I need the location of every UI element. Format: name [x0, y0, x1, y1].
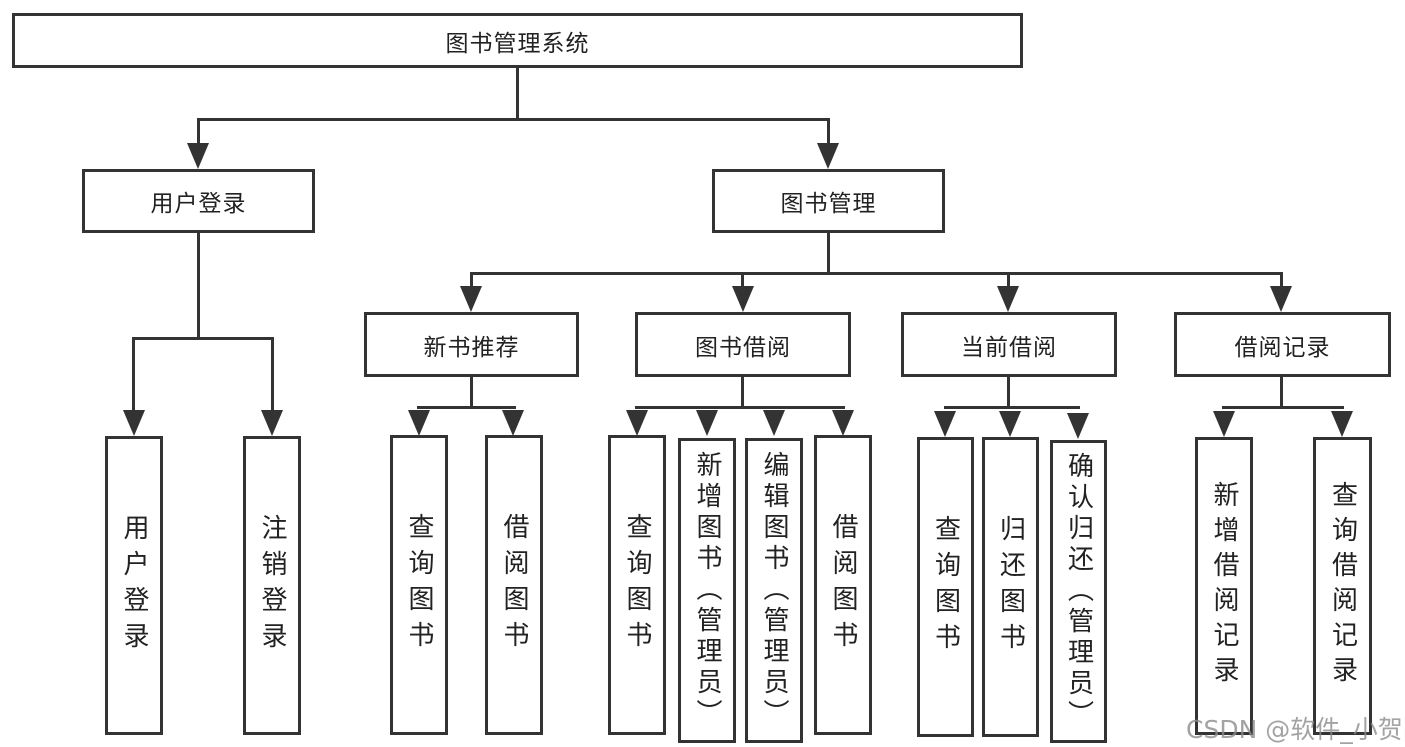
connector-current-branch	[944, 406, 1080, 409]
leaf-add-book-admin: 新增图书（管理员）	[678, 438, 736, 743]
node-user-login-label: 用户登录	[150, 191, 247, 217]
connector-drop-leaf-user-login	[132, 339, 135, 411]
arrowhead-add-record-icon	[1213, 411, 1235, 437]
node-book-management-label: 图书管理	[780, 191, 877, 217]
connector-user-stem	[197, 233, 200, 339]
leaf-logout-label: 注销登录	[257, 513, 287, 658]
leaf-current-query-books-label: 查询图书	[930, 515, 961, 659]
node-root-label: 图书管理系统	[445, 30, 590, 57]
connector-newbook-branch	[417, 406, 516, 409]
leaf-newbook-query-books: 查询图书	[390, 435, 448, 735]
leaf-user-login-label: 用户登录	[119, 513, 149, 658]
connector-root-branch	[197, 118, 830, 121]
node-book-borrowing: 图书借阅	[635, 312, 851, 377]
connector-borrow-stem	[741, 377, 744, 408]
csdn-watermark: CSDN @软件_小贺同学	[1186, 715, 1405, 744]
leaf-user-login: 用户登录	[105, 436, 163, 735]
connector-mgmt-branch	[470, 272, 1283, 275]
connector-borrow-branch	[635, 406, 845, 409]
arrowhead-confirm-return-icon	[1067, 413, 1089, 439]
leaf-logout: 注销登录	[243, 436, 301, 735]
leaf-return-books-label: 归还图书	[995, 515, 1026, 659]
arrowhead-current-query-icon	[934, 411, 956, 437]
node-current-borrowing: 当前借阅	[901, 312, 1117, 377]
connector-records-branch	[1222, 406, 1344, 409]
connector-drop-current-borrowing	[1007, 274, 1010, 288]
arrowhead-edit-book-icon	[763, 410, 785, 436]
node-root-system: 图书管理系统	[12, 13, 1023, 68]
arrowhead-leaf-logout-icon	[261, 410, 283, 436]
leaf-query-borrow-record: 查询借阅记录	[1313, 437, 1372, 735]
leaf-add-book-admin-label: 新增图书（管理员）	[692, 451, 722, 730]
connector-user-branch	[132, 337, 274, 340]
leaf-borrow-borrow-books: 借阅图书	[814, 435, 872, 735]
leaf-return-books: 归还图书	[982, 437, 1039, 737]
connector-mgmt-stem	[827, 233, 830, 274]
arrowhead-borrowing-records-icon	[1270, 286, 1292, 312]
leaf-query-borrow-record-label: 查询借阅记录	[1327, 481, 1358, 691]
leaf-confirm-return-admin: 确认归还（管理员）	[1050, 440, 1107, 743]
node-borrowing-records: 借阅记录	[1174, 312, 1391, 377]
connector-newbook-stem	[470, 377, 473, 408]
leaf-borrow-borrow-books-label: 借阅图书	[828, 513, 858, 657]
arrowhead-newbook-borrow-icon	[502, 410, 524, 436]
leaf-add-borrow-record: 新增借阅记录	[1195, 437, 1253, 735]
node-book-borrowing-label: 图书借阅	[695, 334, 791, 361]
connector-records-stem	[1280, 377, 1283, 408]
node-user-login: 用户登录	[82, 169, 315, 233]
connector-drop-user-login	[197, 120, 200, 146]
connector-root-stem	[516, 67, 519, 118]
connector-drop-borrowing-records	[1280, 274, 1283, 288]
node-book-management: 图书管理	[712, 169, 945, 233]
leaf-edit-book-admin-label: 编辑图书（管理员）	[759, 451, 789, 730]
leaf-newbook-query-books-label: 查询图书	[404, 513, 434, 657]
connector-drop-book-borrowing	[741, 274, 744, 288]
arrowhead-new-book-icon	[460, 286, 482, 312]
leaf-borrow-query-books: 查询图书	[608, 435, 666, 735]
leaf-add-borrow-record-label: 新增借阅记录	[1209, 481, 1239, 691]
leaf-borrow-query-books-label: 查询图书	[622, 513, 652, 657]
arrowhead-borrow-query-icon	[626, 410, 648, 436]
arrowhead-current-borrowing-icon	[997, 286, 1019, 312]
connector-drop-new-book	[470, 274, 473, 288]
node-new-book-recommend: 新书推荐	[364, 312, 579, 377]
arrowhead-newbook-query-icon	[408, 410, 430, 436]
leaf-newbook-borrow-books: 借阅图书	[485, 435, 543, 735]
node-new-book-recommend-label: 新书推荐	[423, 334, 520, 361]
connector-current-stem	[1007, 377, 1010, 408]
arrowhead-borrow-borrow-icon	[832, 410, 854, 436]
arrowhead-query-record-icon	[1331, 411, 1353, 437]
arrowhead-user-login-icon	[187, 143, 209, 169]
connector-drop-leaf-logout	[271, 339, 274, 411]
arrowhead-return-books-icon	[999, 411, 1021, 437]
leaf-current-query-books: 查询图书	[917, 437, 974, 737]
leaf-confirm-return-admin-label: 确认归还（管理员）	[1063, 452, 1094, 731]
arrowhead-add-book-icon	[696, 410, 718, 436]
leaf-edit-book-admin: 编辑图书（管理员）	[745, 438, 803, 743]
arrowhead-leaf-user-login-icon	[123, 410, 145, 436]
arrowhead-book-borrowing-icon	[732, 286, 754, 312]
connector-drop-book-management	[827, 120, 830, 146]
node-borrowing-records-label: 借阅记录	[1234, 334, 1331, 361]
leaf-newbook-borrow-books-label: 借阅图书	[499, 513, 529, 657]
node-current-borrowing-label: 当前借阅	[961, 334, 1057, 361]
arrowhead-book-management-icon	[817, 143, 839, 169]
